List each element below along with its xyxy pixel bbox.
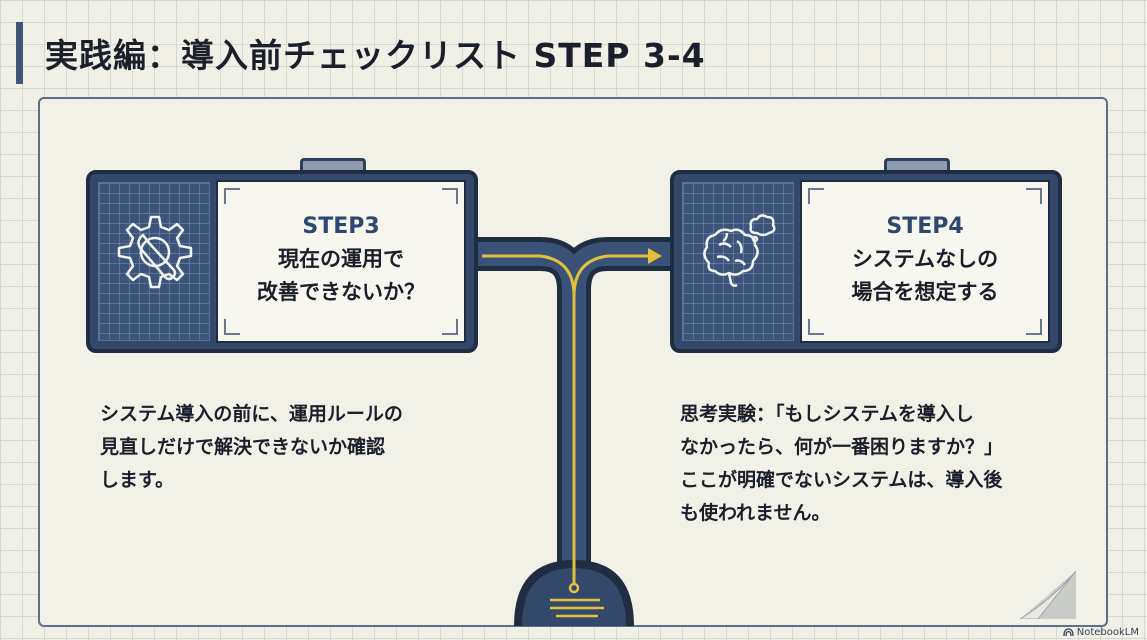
notebooklm-logo-icon [1063,628,1074,637]
brain-thought-icon [703,214,776,287]
page-curl-icon [1020,571,1076,619]
step3-label: STEP3 [302,214,380,239]
step4-label: STEP4 [886,214,964,239]
step4-icon-panel [682,182,794,341]
step3-icon-panel [98,182,210,341]
step3-paper: STEP3 現在の運用で 改善できないか？ [216,180,466,343]
title-accent-bar [16,22,23,84]
brand-watermark: NotebookLM [1063,627,1139,638]
step3-description: システム導入の前に、運用ルールの 見直しだけで解決できないか確認 します。 [100,398,403,497]
step3-line-1: 現在の運用で [278,247,404,271]
title-block: 実践編：導入前チェックリスト STEP 3-4 [16,22,706,84]
page-title: 実践編：導入前チェックリスト STEP 3-4 [45,36,706,75]
step3-description-line: 見直しだけで解決できないか確認 [100,436,386,458]
step4-card: STEP4 システムなしの 場合を想定する [670,170,1062,353]
step4-line-1: システムなしの [851,247,999,271]
step3-description-line: システム導入の前に、運用ルールの [100,403,403,425]
step3-line-2: 改善できないか？ [257,280,425,304]
gear-wrench-icon [117,215,193,289]
brand-label: NotebookLM [1076,627,1139,638]
step3-card: STEP3 現在の運用で 改善できないか？ [86,170,478,353]
step4-description-line: なかったら、何が一番困りますか？」 [680,436,1004,458]
step4-line-2: 場合を想定する [851,280,999,304]
step4-description-line: 思考実験：「もしシステムを導入し [680,403,974,425]
step3-description-line: します。 [100,469,175,491]
step4-description-line: も使われません。 [680,502,831,524]
step4-paper: STEP4 システムなしの 場合を想定する [800,180,1050,343]
step4-description: 思考実験：「もしシステムを導入し なかったら、何が一番困りますか？」 ここが明確… [680,398,1003,530]
step4-description-line: ここが明確でないシステムは、導入後 [680,469,1003,491]
